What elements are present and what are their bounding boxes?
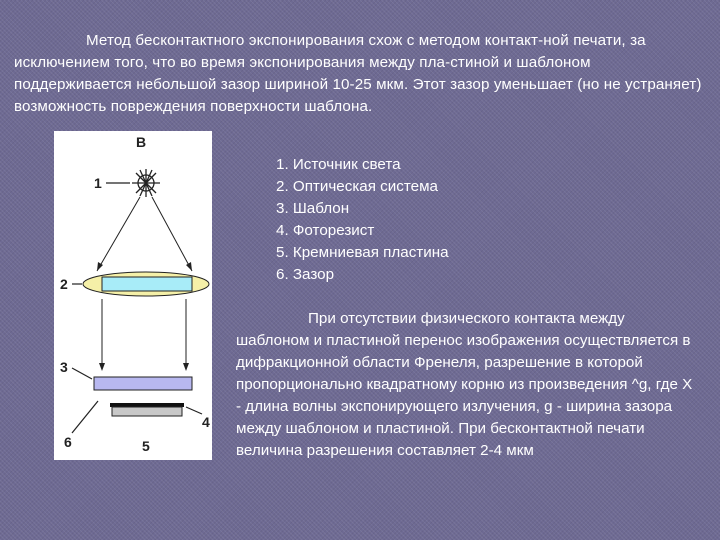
light-source-icon <box>132 169 160 197</box>
pointer-4 <box>185 406 203 415</box>
proximity-printing-diagram: B 1 2 3 4 <box>54 131 212 460</box>
wafer-rect <box>111 406 183 417</box>
explanation-text: При отсутствии физического контакта межд… <box>236 310 693 459</box>
diagram-svg: B 1 2 3 4 <box>60 134 210 454</box>
legend-item: 3. Шаблон <box>276 200 350 217</box>
arrowhead-icon <box>99 363 105 371</box>
mask-rect <box>93 376 193 391</box>
legend-list: 1. Источник света 2. Оптическая система … <box>276 154 449 286</box>
pointer-3 <box>71 367 93 380</box>
legend-item: 6. Зазор <box>276 266 335 283</box>
label-4: 4 <box>202 414 210 430</box>
label-1: 1 <box>94 175 102 191</box>
label-2: 2 <box>60 276 68 292</box>
legend-item: 4. Фоторезист <box>276 222 375 239</box>
arrowhead-icon <box>97 262 103 271</box>
label-5: 5 <box>142 438 150 454</box>
legend-item: 5. Кремниевая пластина <box>276 244 449 261</box>
ray-right <box>151 196 193 272</box>
intro-paragraph: Метод бесконтактного экспонирования схож… <box>14 30 708 118</box>
intro-text: Метод бесконтактного экспонирования схож… <box>14 32 702 115</box>
explanation-paragraph: При отсутствии физического контакта межд… <box>236 308 694 462</box>
ray-left <box>96 196 141 272</box>
lens-core <box>101 276 193 292</box>
arrowhead-icon <box>186 262 192 271</box>
photoresist-layer <box>110 403 184 407</box>
pointer-6 <box>71 400 99 434</box>
arrowhead-icon <box>183 363 189 371</box>
legend-item: 1. Источник света <box>276 156 401 173</box>
top-label: B <box>136 134 146 150</box>
label-6: 6 <box>64 434 72 450</box>
legend-item: 2. Оптическая система <box>276 178 438 195</box>
label-3: 3 <box>60 359 68 375</box>
